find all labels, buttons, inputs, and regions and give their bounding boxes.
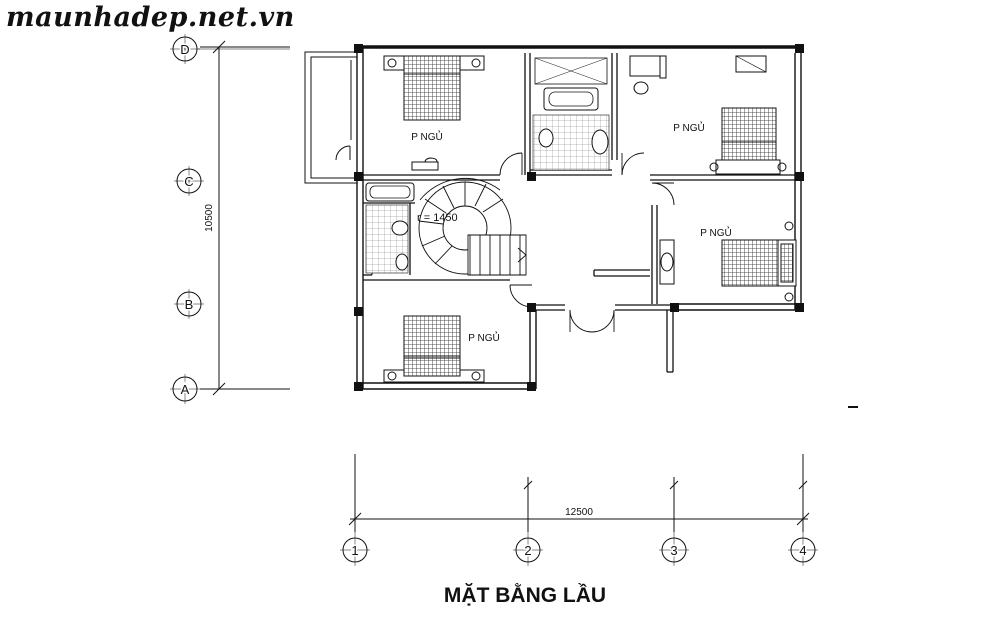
height-dimension-label: 10500 (204, 204, 215, 232)
room-label-bedroom-3: P NGỦ (700, 226, 732, 239)
row-axis-a: A (170, 374, 200, 404)
row-axis-c: C (174, 166, 204, 196)
room-label-bedroom-1: P NGỦ (411, 130, 443, 143)
bathroom-top (532, 57, 610, 171)
exterior-walls (356, 45, 802, 390)
bathroom-left (365, 182, 415, 274)
column-axis-4: 4 (788, 532, 818, 566)
room-label-bedroom-4: P NGỦ (468, 331, 500, 344)
bedroom-2 (629, 55, 787, 175)
column-axis-2: 2 (513, 532, 543, 566)
row-axis-label-c: C (184, 174, 193, 189)
column-axis-1: 1 (340, 532, 370, 566)
column-axis-label-2: 2 (524, 543, 531, 558)
row-axis-label-d: D (180, 42, 189, 57)
horizontal-dimension (348, 454, 810, 532)
column-axis-label-3: 3 (670, 543, 677, 558)
room-label-bedroom-2: P NGỦ (673, 121, 705, 134)
vertical-dimension (200, 40, 290, 396)
row-axis-b: B (174, 289, 204, 319)
watermark: maunhadep.net.vn (6, 2, 295, 33)
bedroom-1 (383, 55, 485, 171)
column-axis-label-1: 1 (351, 543, 358, 558)
bedroom-3 (659, 221, 797, 302)
interior-walls (363, 53, 795, 373)
bedroom-4 (383, 315, 485, 383)
column-axis-3: 3 (659, 532, 689, 566)
row-axis-label-b: B (185, 297, 194, 312)
drawing-title: MẶT BẰNG LẦU (443, 584, 607, 607)
spiral-staircase (418, 177, 527, 276)
row-axis-label-a: A (181, 382, 190, 397)
structural-columns (354, 44, 804, 391)
balcony-left (304, 51, 357, 184)
stair-radius-label: r = 1450 (417, 212, 458, 224)
column-axis-label-4: 4 (799, 543, 806, 558)
width-dimension-label: 12500 (565, 507, 593, 518)
row-axis-d: D (170, 34, 290, 64)
